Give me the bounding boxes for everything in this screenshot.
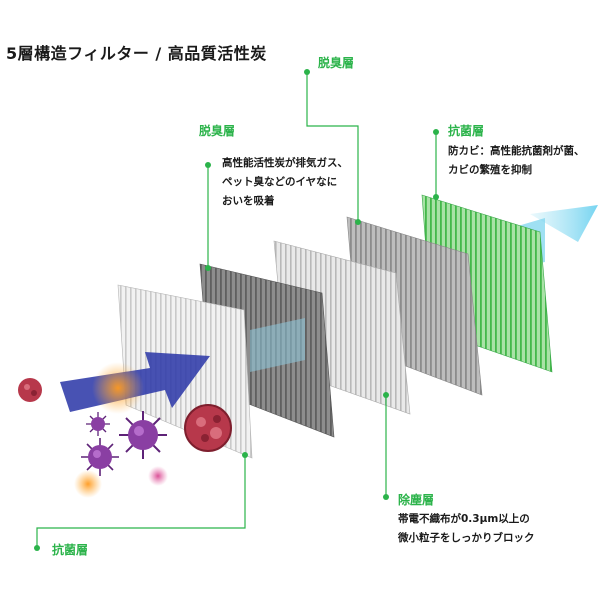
callout-deodorize-left-title: 脱臭層 (199, 124, 236, 138)
callout-dust-title: 除塵層 (398, 493, 435, 507)
callout-antibacterial-bottom-title: 抗菌層 (52, 543, 89, 557)
callout-dust-body: 帯電不織布が0.3μm以上の 微小粒子をしっかりブロック (398, 513, 535, 544)
particle-pink (148, 466, 168, 486)
leader-dot (242, 452, 248, 458)
callout-antibacterial-right-body: 防カビ：高性能抗菌剤が菌、 カビの繁殖を抑制 (448, 145, 585, 176)
leader-dot (433, 129, 439, 135)
leader-line-deodorize-top (306, 72, 359, 222)
leader-dot (34, 545, 40, 551)
page-title: 5層構造フィルター / 高品質活性炭 (6, 44, 267, 63)
virus-purple-medium (81, 438, 119, 476)
leader-line-antibacterial-bottom (36, 455, 246, 548)
leader-dot (383, 392, 389, 398)
callout-antibacterial-right-title: 抗菌層 (448, 124, 485, 138)
virus-red-small (18, 378, 42, 402)
leader-dot (433, 194, 439, 200)
leader-dot (205, 265, 211, 271)
leader-dot (355, 219, 361, 225)
callout-deodorize-top-title: 脱臭層 (318, 56, 355, 70)
airflow-arrow-segment (250, 318, 305, 372)
pollen-particle-orange-small (74, 470, 102, 498)
callout-deodorize-left-body: 高性能活性炭が排気ガス、 ペット臭などのイヤなに おいを吸着 (222, 157, 348, 207)
leader-dot (383, 494, 389, 500)
pollen-particle-orange (92, 362, 144, 414)
virus-red-large (184, 404, 232, 452)
virus-purple-large (119, 411, 167, 459)
leader-dot (304, 69, 310, 75)
airflow-arrow-head-light (530, 205, 598, 242)
leader-dot (205, 162, 211, 168)
virus-purple-small (86, 412, 110, 436)
